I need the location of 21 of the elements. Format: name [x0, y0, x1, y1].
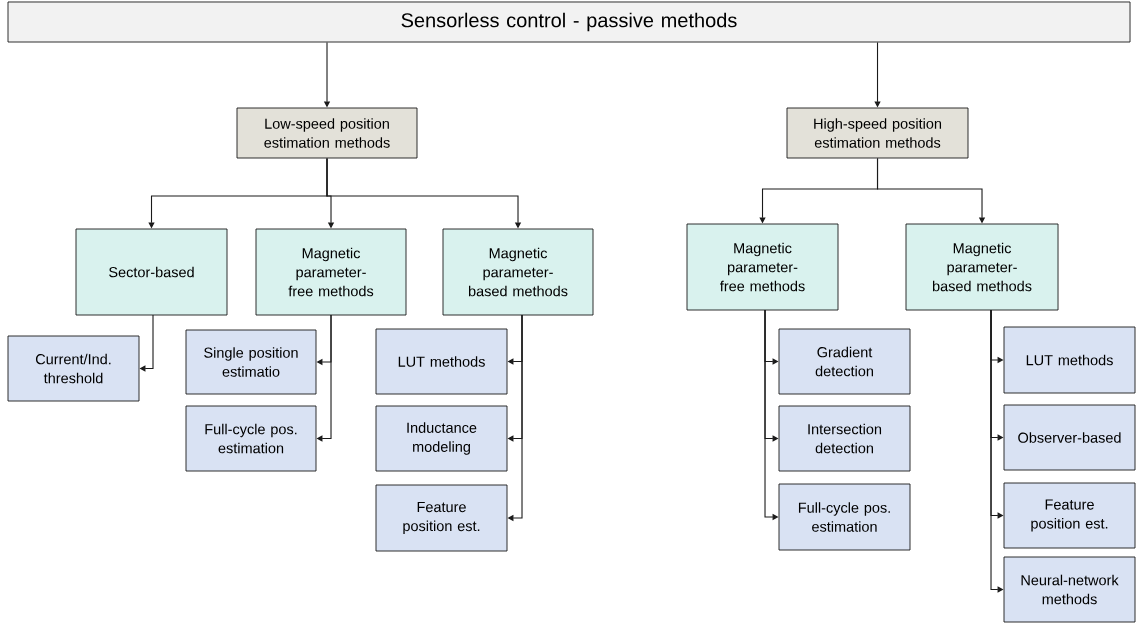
method-box: LUT methods: [1003, 326, 1136, 394]
method-group-box: Magnetic parameter-based methods: [905, 223, 1059, 311]
category-box: Low-speed position estimation methods: [236, 107, 418, 159]
method-box: Gradient detection: [778, 328, 911, 395]
category-box: High-speed position estimation methods: [786, 107, 969, 159]
method-box: LUT methods: [375, 328, 508, 395]
method-group-box: Magnetic parameter-free methods: [255, 228, 407, 316]
title-box: Sensorless control - passive methods: [7, 1, 1131, 43]
method-group-box: Magnetic parameter-free methods: [686, 223, 839, 311]
method-box: Neural-network methods: [1003, 556, 1136, 623]
method-box: Full-cycle pos. estimation: [778, 483, 911, 551]
method-box: Current/Ind. threshold: [7, 335, 140, 402]
method-box: Intersection detection: [778, 405, 911, 472]
method-box: Inductance modeling: [375, 405, 508, 472]
method-group-box: Sector-based: [75, 228, 228, 316]
method-box: Single position estimatio: [185, 329, 317, 395]
method-box: Feature position est.: [375, 484, 508, 552]
method-box: Feature position est.: [1003, 482, 1136, 549]
method-box: Full-cycle pos. estimation: [185, 405, 317, 472]
method-box: Observer-based: [1003, 404, 1136, 471]
method-group-box: Magnetic parameter-based methods: [442, 228, 594, 316]
